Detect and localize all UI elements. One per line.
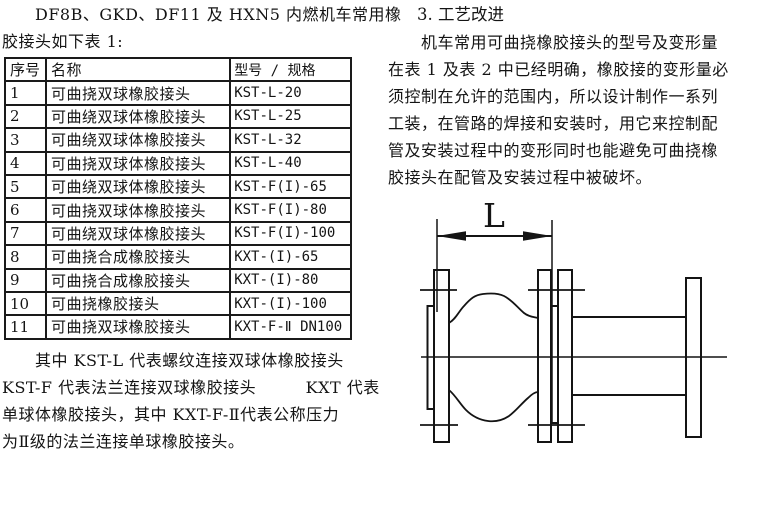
cell-model-spec: KST-L-40 xyxy=(229,150,352,176)
table-header-row: 序号 名称 型号 / 规格 xyxy=(4,56,352,83)
right-pipe-flange xyxy=(557,269,573,443)
cell-index: 11 xyxy=(4,314,47,340)
rubber-bulge-bottom xyxy=(448,389,539,423)
left-flange xyxy=(433,269,450,443)
rubber-bulge-top xyxy=(448,292,539,324)
cell-model-spec: KXT-(I)-100 xyxy=(229,290,352,317)
cell-index: 1 xyxy=(4,80,47,106)
cell-index: 7 xyxy=(4,220,47,247)
text-line: 在表 1 及表 2 中已经明确，橡胶接的变形量必 xyxy=(388,60,729,79)
diagram-lines xyxy=(420,219,727,443)
cell-model-spec: KST-L-32 xyxy=(229,127,352,153)
cell-name: 可曲挠双球橡胶接头 xyxy=(44,80,232,106)
body-paragraph: 机车常用可曲挠橡胶接头的型号及变形量在表 1 及表 2 中已经明确，橡胶接的变形… xyxy=(388,29,756,191)
text-line: KST-F 代表法兰连接双球橡胶接头 KXT 代表 xyxy=(2,378,380,397)
cell-name: 可曲挠橡胶接头 xyxy=(44,290,232,317)
cell-model-spec: KST-L-20 xyxy=(229,80,352,106)
cell-index: 10 xyxy=(4,290,47,317)
text-line: 为Ⅱ级的法兰连接单球橡胶接头。 xyxy=(2,432,245,451)
note-paragraph: 其中 KST-L 代表螺纹连接双球体橡胶接头 KST-F 代表法兰连接双球橡胶接头… xyxy=(2,347,380,455)
cell-index: 6 xyxy=(4,197,47,223)
cell-name: 可曲挠合成橡胶接头 xyxy=(44,267,232,293)
header-name: 名称 xyxy=(44,56,232,83)
intro-paragraph: DF8B、GKD、DF11 及 HXN5 内燃机车常用橡胶接头如下表 1: xyxy=(2,1,402,55)
cell-name: 可曲绕双球体橡胶接头 xyxy=(44,220,232,247)
cell-name: 可曲绕双球体橡胶接头 xyxy=(44,173,232,200)
cell-model-spec: KXT-F-Ⅱ DN100 xyxy=(229,314,352,340)
dimension-label: L xyxy=(483,196,505,235)
text-line: 管及安装过程中的变形同时也能避免可曲挠橡 xyxy=(388,141,719,160)
text-line: 单球体橡胶接头，其中 KXT-F-Ⅱ代表公称压力 xyxy=(2,405,340,424)
cell-name: 可曲挠双球体橡胶接头 xyxy=(44,197,232,223)
section-title: 3. 工艺改进 xyxy=(417,5,504,24)
cell-name: 可曲绕双球体橡胶接头 xyxy=(44,103,232,130)
text-line: 机车常用可曲挠橡胶接头的型号及变形量 xyxy=(388,33,719,52)
cell-model-spec: KXT-(I)-65 xyxy=(229,244,352,270)
cell-index: 5 xyxy=(4,173,47,200)
text-line: 胶接头在配管及安装过程中被破坏。 xyxy=(388,168,653,187)
cell-model-spec: KST-F(I)-100 xyxy=(229,220,352,247)
cell-name: 可曲挠双球体橡胶接头 xyxy=(44,150,232,176)
cell-model-spec: KST-F(I)-65 xyxy=(229,173,352,200)
arrowhead-right xyxy=(523,231,552,241)
dimension-arrows xyxy=(437,231,552,241)
cell-index: 3 xyxy=(4,127,47,153)
cell-index: 9 xyxy=(4,267,47,293)
text-line: 工装，在管路的焊接和安装时，用它来控制配 xyxy=(388,114,719,133)
cell-model-spec: KST-L-25 xyxy=(229,103,352,130)
text-line: DF8B、GKD、DF11 及 HXN5 内燃机车常用橡 xyxy=(2,5,402,24)
header-model-spec: 型号 / 规格 xyxy=(229,56,352,83)
cell-name: 可曲挠双球橡胶接头 xyxy=(44,314,232,340)
cell-model-spec: KST-F(I)-80 xyxy=(229,197,352,223)
cell-name: 可曲挠合成橡胶接头 xyxy=(44,244,232,270)
header-index: 序号 xyxy=(4,56,47,83)
cell-index: 4 xyxy=(4,150,47,176)
right-joint-flange xyxy=(537,269,552,443)
arrowhead-left xyxy=(437,231,466,241)
cell-index: 2 xyxy=(4,103,47,130)
text-line: 其中 KST-L 代表螺纹连接双球体橡胶接头 xyxy=(2,351,344,370)
text-line: 须控制在允许的范围内，所以设计制作一系列 xyxy=(388,87,719,106)
cell-name: 可曲绕双球体橡胶接头 xyxy=(44,127,232,153)
cell-model-spec: KXT-(I)-80 xyxy=(229,267,352,293)
cell-index: 8 xyxy=(4,244,47,270)
text-line: 胶接头如下表 1: xyxy=(2,32,124,51)
